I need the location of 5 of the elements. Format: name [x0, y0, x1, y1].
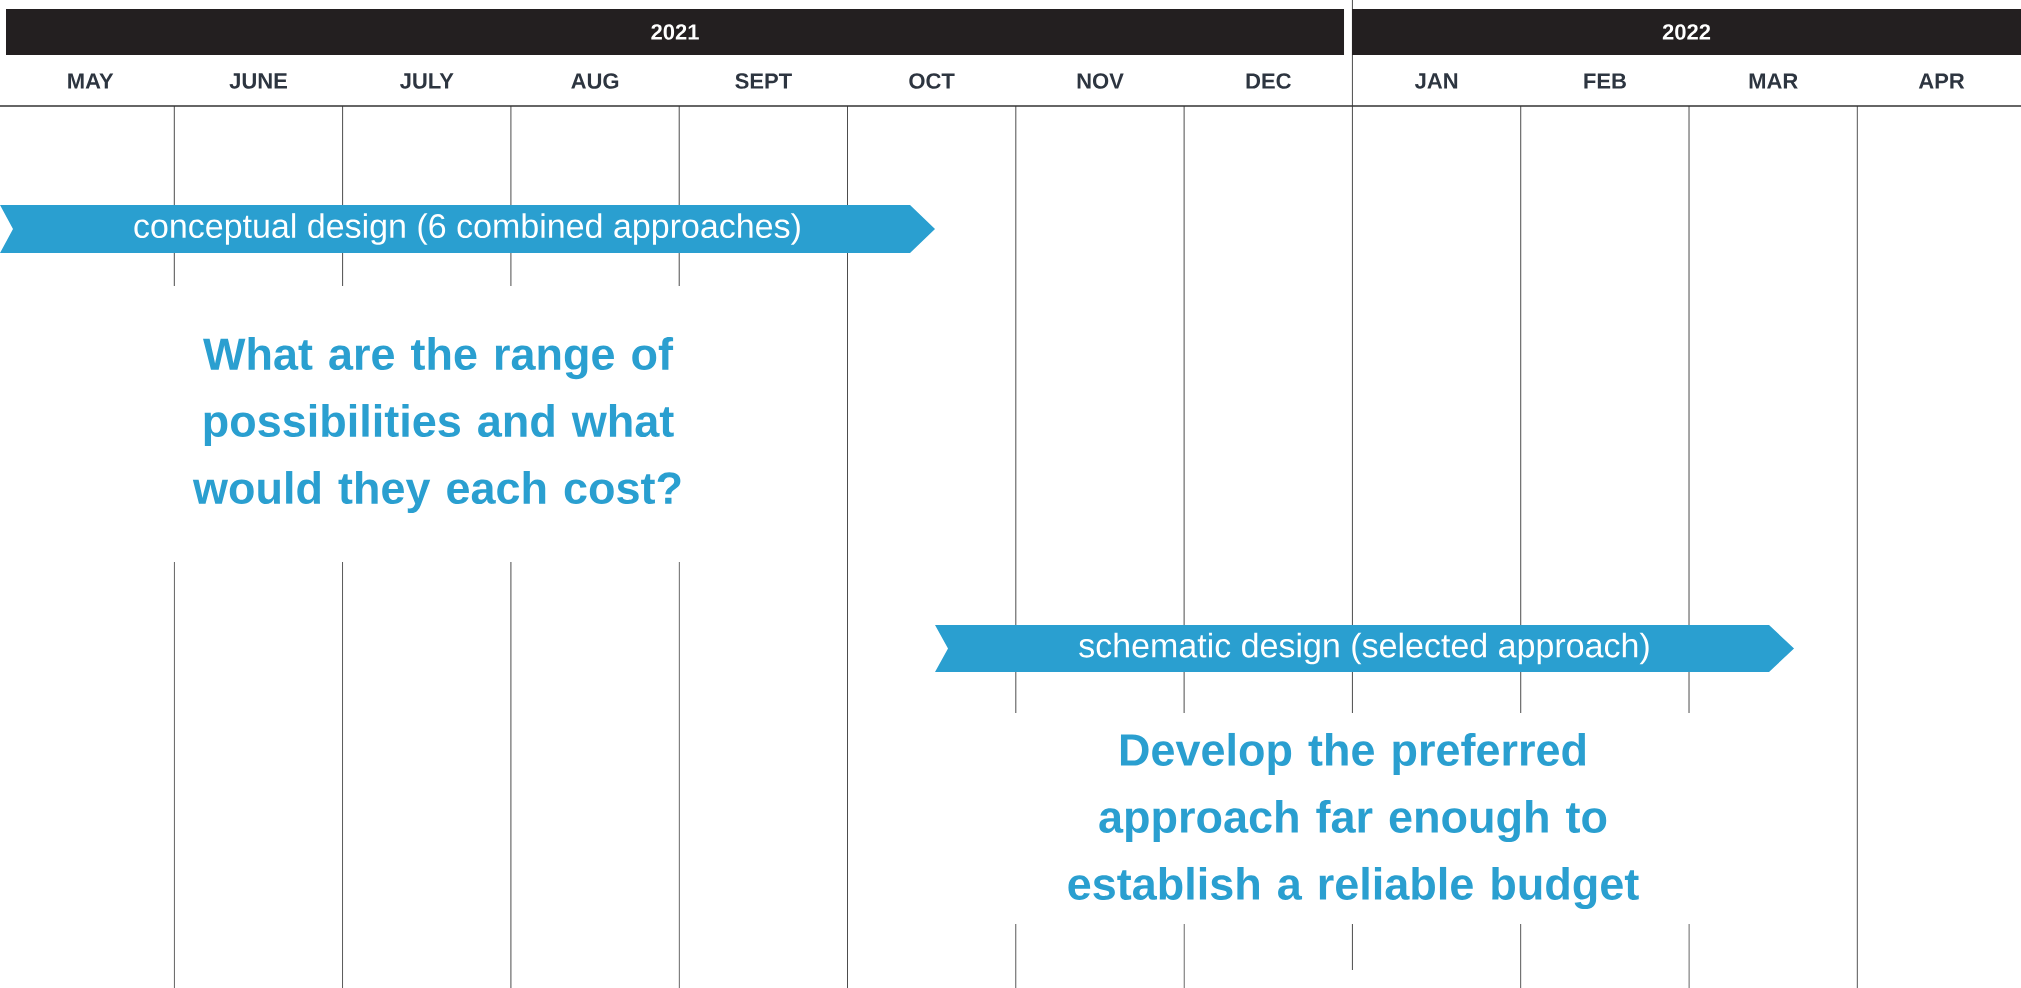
year-band: 2021	[6, 9, 1344, 55]
question-text: What are the range of possibilities and what would they each cost?	[192, 337, 681, 513]
year-band: 2022	[1352, 9, 2021, 55]
month-label: DEC	[1246, 73, 1291, 89]
question-text: Develop the preferred approach far enough to establish a reliable budget	[1068, 732, 1639, 910]
